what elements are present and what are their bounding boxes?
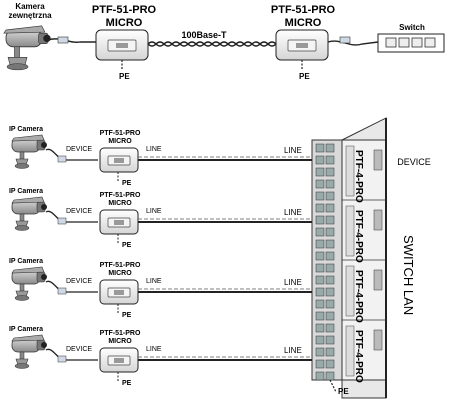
switch-label: Switch	[399, 23, 425, 32]
row-far-line-label: LINE	[284, 346, 302, 355]
device2-name-line1: PTF-51-PRO	[271, 4, 336, 16]
surge-protector-icon	[95, 29, 149, 61]
rj45-plug	[57, 36, 69, 44]
camera-row: IP Camera DEVICE PTF-51-PRO MICRO PE LIN…	[9, 326, 312, 387]
camera-icon	[11, 134, 48, 169]
camera-icon	[11, 196, 48, 231]
row-protector-line1: PTF-51-PRO	[100, 130, 141, 137]
row-protector-line1: PTF-51-PRO	[100, 262, 141, 269]
row-protector-line2: MICRO	[108, 338, 132, 345]
top-diagram: Kamera zewnętrzna PTF-51-PRO MICRO PE 10…	[3, 2, 445, 81]
camera-row: IP Camera DEVICE PTF-51-PRO MICRO PE LIN…	[9, 126, 312, 187]
row-far-line-label: LINE	[284, 208, 302, 217]
row-pe-label: PE	[122, 242, 132, 249]
panel-pe-label: PE	[338, 387, 349, 396]
row-protector-line2: MICRO	[108, 270, 132, 277]
rj45-plug	[339, 36, 351, 44]
link-label: 100Base-T	[181, 30, 227, 40]
surge-protector-icon	[99, 147, 139, 173]
surge-protector-icon	[99, 209, 139, 235]
row-camera-label: IP Camera	[9, 258, 43, 265]
camera-icon	[11, 266, 48, 301]
panel-module-label: PTF-4-PRO	[353, 210, 364, 263]
row-camera-label: IP Camera	[9, 188, 43, 195]
camera-label-line2: zewnętrzna	[8, 11, 52, 20]
surge-protector-icon	[275, 29, 329, 61]
camera-label-line1: Kamera	[15, 2, 45, 11]
camera-icon	[3, 25, 51, 71]
panel-module-label: PTF-4-PRO	[353, 270, 364, 323]
pe2-label: PE	[299, 72, 310, 81]
bottom-diagram: PTF-4-PRO PTF-4-PRO PTF-4-PRO PTF-4-PRO …	[9, 117, 431, 399]
pe1-label: PE	[119, 72, 130, 81]
switch-lan-label: SWITCH LAN	[401, 235, 416, 315]
row-line-label: LINE	[146, 146, 162, 153]
camera-row: IP Camera DEVICE PTF-51-PRO MICRO PE LIN…	[9, 188, 312, 249]
row-device-label: DEVICE	[66, 346, 92, 353]
row-pe-label: PE	[122, 312, 132, 319]
panel-module-label: PTF-4-PRO	[353, 150, 364, 203]
rack-panel-icon	[311, 117, 387, 399]
panel-module-label: PTF-4-PRO	[353, 330, 364, 383]
row-pe-label: PE	[122, 380, 132, 387]
row-far-line-label: LINE	[284, 146, 302, 155]
row-camera-label: IP Camera	[9, 326, 43, 333]
row-protector-line2: MICRO	[108, 138, 132, 145]
camera-row: IP Camera DEVICE PTF-51-PRO MICRO PE LIN…	[9, 258, 312, 319]
row-device-label: DEVICE	[66, 146, 92, 153]
device1-name-line1: PTF-51-PRO	[92, 4, 157, 16]
row-line-label: LINE	[146, 208, 162, 215]
row-camera-label: IP Camera	[9, 126, 43, 133]
row-line-label: LINE	[146, 346, 162, 353]
device-side-label: DEVICE	[397, 157, 431, 167]
row-protector-line1: PTF-51-PRO	[100, 192, 141, 199]
row-device-label: DEVICE	[66, 278, 92, 285]
camera-icon	[11, 334, 48, 369]
row-protector-line1: PTF-51-PRO	[100, 330, 141, 337]
row-far-line-label: LINE	[284, 278, 302, 287]
device1-name-line2: MICRO	[106, 17, 143, 29]
row-protector-line2: MICRO	[108, 200, 132, 207]
cable-protector-to-switch	[327, 40, 379, 46]
cable-camera-to-protector	[47, 38, 96, 44]
row-line-label: LINE	[146, 278, 162, 285]
switch-icon	[377, 33, 445, 53]
row-device-label: DEVICE	[66, 208, 92, 215]
row-pe-label: PE	[122, 180, 132, 187]
surge-protector-icon	[99, 279, 139, 305]
device2-name-line2: MICRO	[285, 17, 322, 29]
surge-protector-icon	[99, 347, 139, 373]
